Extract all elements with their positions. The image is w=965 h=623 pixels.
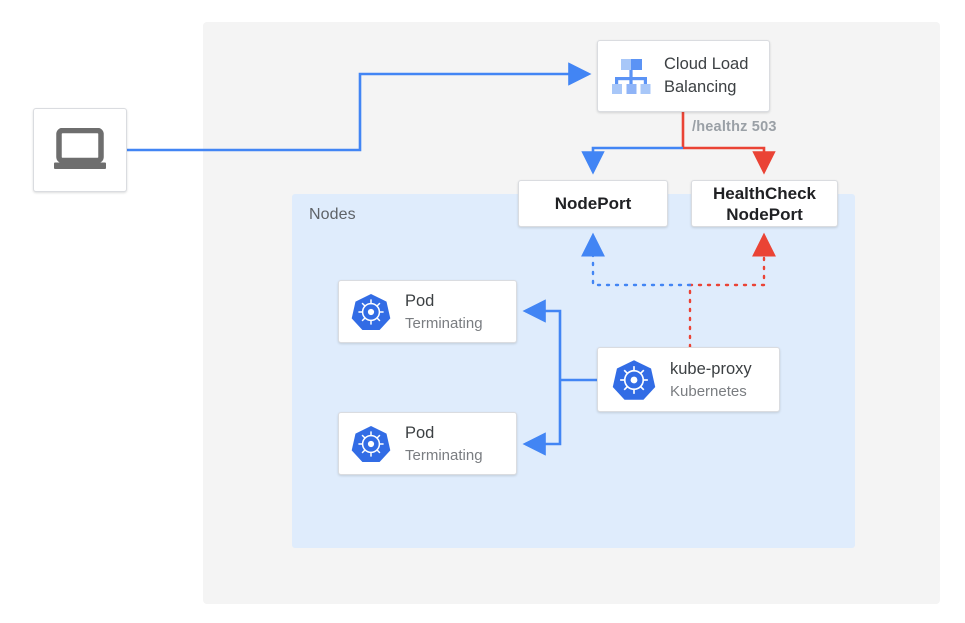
- cloud-load-balancing-icon: [608, 53, 654, 99]
- pod-2-title: Pod: [405, 423, 435, 442]
- healthcheck-nodeport-label-line2: NodePort: [726, 204, 803, 224]
- kube-proxy-node[interactable]: kube-proxy Kubernetes: [597, 347, 780, 412]
- edge-kubeproxy-to-pod1: [522, 299, 562, 380]
- healthcheck-nodeport-label-line1: HealthCheck: [713, 183, 816, 203]
- healthcheck-nodeport-node[interactable]: HealthCheck NodePort: [691, 180, 838, 227]
- pod-1-text: Pod Terminating: [405, 290, 483, 334]
- pod-2-text: Pod Terminating: [405, 422, 483, 466]
- kubernetes-icon: [351, 424, 391, 464]
- kube-proxy-title: kube-proxy: [670, 359, 752, 378]
- nodeport-node[interactable]: NodePort: [518, 180, 668, 227]
- kube-proxy-text: kube-proxy Kubernetes: [670, 358, 752, 402]
- client-node[interactable]: [33, 108, 127, 192]
- nodes-panel-label: Nodes: [309, 206, 356, 223]
- edge-kubeproxy-to-healthcheck-nodeport: [688, 232, 776, 287]
- pod-2-subtitle: Terminating: [405, 446, 483, 464]
- edge-kubeproxy-to-pod2: [522, 380, 562, 456]
- kubernetes-icon: [612, 358, 656, 402]
- pod-1-title: Pod: [405, 291, 435, 310]
- edge-load-balancer-to-healthcheck-nodeport: [683, 146, 776, 175]
- healthz-edge-label: /healthz 503: [692, 119, 777, 135]
- edge-kubeproxy-to-nodeport: [581, 232, 692, 287]
- laptop-icon: [52, 128, 108, 172]
- cloud-load-balancing-label-line1: Cloud Load: [664, 55, 749, 73]
- kube-proxy-subtitle: Kubernetes: [670, 382, 747, 400]
- pod-1-subtitle: Terminating: [405, 314, 483, 332]
- cloud-load-balancing-label-line2: Balancing: [664, 78, 737, 96]
- pod-node-1[interactable]: Pod Terminating: [338, 280, 517, 343]
- nodeport-label: NodePort: [554, 194, 632, 213]
- pod-node-2[interactable]: Pod Terminating: [338, 412, 517, 475]
- healthcheck-nodeport-text: HealthCheck NodePort: [713, 183, 816, 225]
- cloud-load-balancing-text: Cloud Load Balancing: [664, 53, 748, 99]
- edge-client-to-load-balancer: [127, 62, 592, 152]
- cloud-load-balancing-node[interactable]: Cloud Load Balancing: [597, 40, 770, 112]
- kubernetes-icon: [351, 292, 391, 332]
- edge-load-balancer-to-nodeport: [581, 146, 683, 175]
